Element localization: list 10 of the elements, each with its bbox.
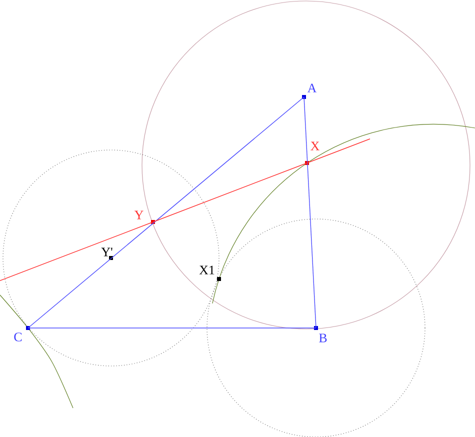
point-label: B — [314, 326, 327, 342]
point-label: C — [14, 326, 30, 342]
line-segment — [28, 96, 304, 328]
point-label: Y' — [101, 248, 113, 260]
point-label: X — [305, 142, 320, 165]
point-label: X1 — [199, 266, 221, 281]
point-label: Y — [134, 210, 155, 224]
line-segment — [304, 96, 316, 328]
point-label: A — [302, 84, 317, 99]
line — [152, 162, 308, 222]
